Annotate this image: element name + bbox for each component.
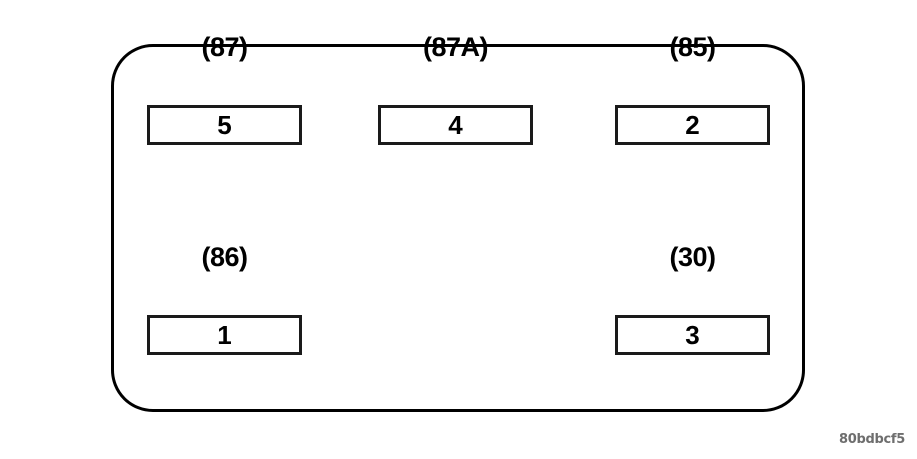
terminal-85-label: (85) (669, 32, 716, 62)
terminal-86-box: 1 (147, 315, 302, 355)
figure-reference-code: 80bdbcf5 (838, 432, 905, 447)
terminal-86-label: (86) (201, 242, 248, 272)
relay-housing-outline (111, 44, 805, 412)
terminal-87-box: 5 (147, 105, 302, 145)
terminal-87a-label: (87A) (422, 32, 489, 62)
terminal-30-box: 3 (615, 315, 770, 355)
terminal-87-number: 5 (217, 110, 232, 140)
terminal-85-box: 2 (615, 105, 770, 145)
terminal-86-number: 1 (217, 320, 232, 350)
terminal-87a-box: 4 (378, 105, 533, 145)
terminal-87-label: (87) (201, 32, 248, 62)
terminal-30-label: (30) (669, 242, 716, 272)
terminal-85-number: 2 (685, 110, 700, 140)
terminal-87a-number: 4 (448, 110, 463, 140)
terminal-30-number: 3 (685, 320, 700, 350)
